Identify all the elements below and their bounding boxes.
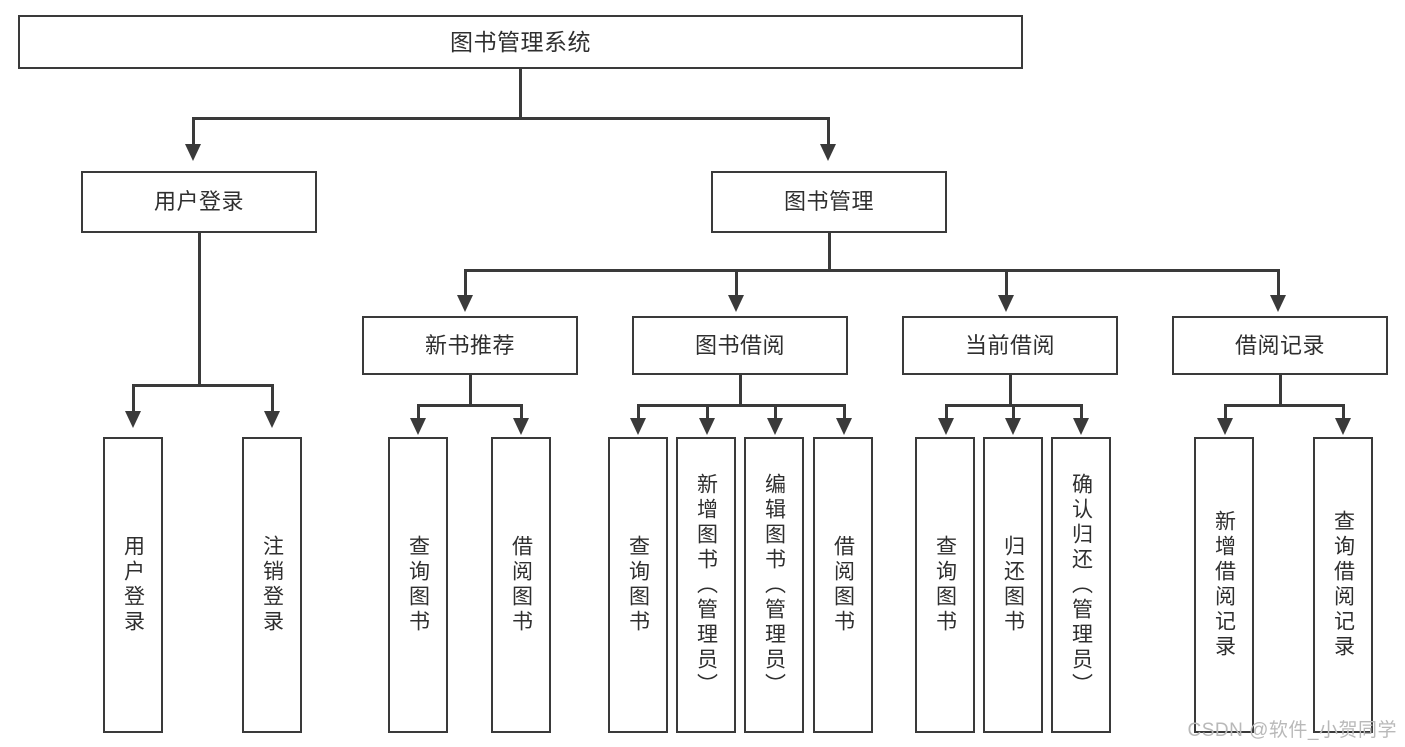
arrow-to-new-book-recommend — [457, 295, 473, 312]
connector-currentborrow-drop-3 — [1080, 404, 1083, 419]
leaf-query-book-current[interactable]: 查询图书 — [915, 437, 975, 733]
connector-root-stem — [519, 69, 522, 118]
connector-root-bus — [192, 117, 829, 120]
connector-currentborrow-drop-1 — [945, 404, 948, 419]
node-book-management[interactable]: 图书管理 — [711, 171, 947, 233]
connector-newbook-stem — [469, 375, 472, 405]
node-user-login[interactable]: 用户登录 — [81, 171, 317, 233]
leaf-user-login[interactable]: 用户登录 — [103, 437, 163, 733]
leaf-add-book-admin[interactable]: 新增图书（管理员） — [676, 437, 736, 733]
node-label: 借阅图书 — [509, 535, 533, 635]
connector-borrowrecord-drop-1 — [1224, 404, 1227, 419]
arrow-to-userlogin — [185, 144, 201, 161]
connector-bookmgmt-drop-2 — [735, 269, 738, 296]
connector-currentborrow-drop-2 — [1012, 404, 1015, 419]
node-label: 当前借阅 — [964, 332, 1055, 358]
connector-bookborrow-bus — [637, 404, 845, 407]
node-label: 确认归还（管理员） — [1069, 472, 1093, 698]
node-label: 编辑图书（管理员） — [762, 472, 786, 698]
leaf-logout[interactable]: 注销登录 — [242, 437, 302, 733]
node-label: 借阅图书 — [831, 535, 855, 635]
node-book-borrow[interactable]: 图书借阅 — [632, 316, 848, 375]
watermark: CSDN @软件_小贺同学 — [1187, 720, 1397, 741]
connector-root-to-userlogin — [192, 117, 195, 144]
arrow-to-leaf-query-book-2 — [630, 418, 646, 435]
arrow-to-leaf-add-record — [1217, 418, 1233, 435]
arrow-to-leaf-return-book — [1005, 418, 1021, 435]
arrow-to-book-borrow — [728, 295, 744, 312]
connector-borrowrecord-stem — [1279, 375, 1282, 405]
connector-bookborrow-drop-4 — [843, 404, 846, 419]
arrow-to-leaf-borrow-book-1 — [513, 418, 529, 435]
connector-userlogin-bus — [132, 384, 273, 387]
node-label: 图书管理 — [783, 189, 874, 215]
connector-userlogin-drop-1 — [132, 384, 135, 412]
connector-bookborrow-drop-1 — [637, 404, 640, 419]
leaf-query-book-recommend[interactable]: 查询图书 — [388, 437, 448, 733]
node-label: 查询图书 — [626, 535, 650, 635]
connector-newbook-bus — [417, 404, 522, 407]
leaf-borrow-book-recommend[interactable]: 借阅图书 — [491, 437, 551, 733]
node-label: 查询借阅记录 — [1331, 510, 1355, 660]
arrow-to-leaf-user-login — [125, 411, 141, 428]
node-label: 图书管理系统 — [450, 28, 591, 55]
leaf-add-borrow-record[interactable]: 新增借阅记录 — [1194, 437, 1254, 733]
node-label: 图书借阅 — [694, 332, 785, 358]
node-label: 新增借阅记录 — [1212, 510, 1236, 660]
node-new-book-recommend[interactable]: 新书推荐 — [362, 316, 578, 375]
arrow-to-bookmgmt — [820, 144, 836, 161]
node-label: 用户登录 — [153, 189, 244, 215]
node-label: 用户登录 — [121, 535, 145, 635]
arrow-to-borrow-record — [1270, 295, 1286, 312]
connector-bookmgmt-drop-1 — [464, 269, 467, 296]
connector-bookborrow-stem — [739, 375, 742, 405]
leaf-edit-book-admin[interactable]: 编辑图书（管理员） — [744, 437, 804, 733]
node-root-system[interactable]: 图书管理系统 — [18, 15, 1023, 69]
arrow-to-leaf-borrow-book-2 — [836, 418, 852, 435]
node-borrow-record[interactable]: 借阅记录 — [1172, 316, 1388, 375]
connector-borrowrecord-drop-2 — [1342, 404, 1345, 419]
connector-bookmgmt-stem — [828, 233, 831, 270]
node-label: 注销登录 — [260, 535, 284, 635]
connector-userlogin-stem — [198, 233, 201, 385]
node-label: 新增图书（管理员） — [694, 472, 718, 698]
connector-bookmgmt-drop-4 — [1277, 269, 1280, 296]
arrow-to-leaf-query-book-3 — [938, 418, 954, 435]
arrow-to-current-borrow — [998, 295, 1014, 312]
arrow-to-leaf-confirm-return — [1073, 418, 1089, 435]
node-label: 借阅记录 — [1234, 332, 1325, 358]
connector-userlogin-drop-2 — [271, 384, 274, 412]
arrow-to-leaf-query-record — [1335, 418, 1351, 435]
connector-root-to-bookmgmt — [827, 117, 830, 144]
node-label: 查询图书 — [933, 535, 957, 635]
connector-newbook-drop-2 — [520, 404, 523, 419]
arrow-to-leaf-logout — [264, 411, 280, 428]
leaf-query-book-borrow[interactable]: 查询图书 — [608, 437, 668, 733]
leaf-return-book[interactable]: 归还图书 — [983, 437, 1043, 733]
node-label: 查询图书 — [406, 535, 430, 635]
connector-currentborrow-stem — [1009, 375, 1012, 405]
leaf-query-borrow-record[interactable]: 查询借阅记录 — [1313, 437, 1373, 733]
connector-bookmgmt-drop-3 — [1005, 269, 1008, 296]
connector-bookborrow-drop-3 — [774, 404, 777, 419]
leaf-borrow-book[interactable]: 借阅图书 — [813, 437, 873, 733]
arrow-to-leaf-edit-book — [767, 418, 783, 435]
connector-bookmgmt-bus — [464, 269, 1280, 272]
arrow-to-leaf-query-book-1 — [410, 418, 426, 435]
node-current-borrow[interactable]: 当前借阅 — [902, 316, 1118, 375]
connector-borrowrecord-bus — [1224, 404, 1343, 407]
arrow-to-leaf-add-book — [699, 418, 715, 435]
connector-bookborrow-drop-2 — [706, 404, 709, 419]
node-label: 新书推荐 — [424, 332, 515, 358]
connector-newbook-drop-1 — [417, 404, 420, 419]
node-label: 归还图书 — [1001, 535, 1025, 635]
leaf-confirm-return-admin[interactable]: 确认归还（管理员） — [1051, 437, 1111, 733]
